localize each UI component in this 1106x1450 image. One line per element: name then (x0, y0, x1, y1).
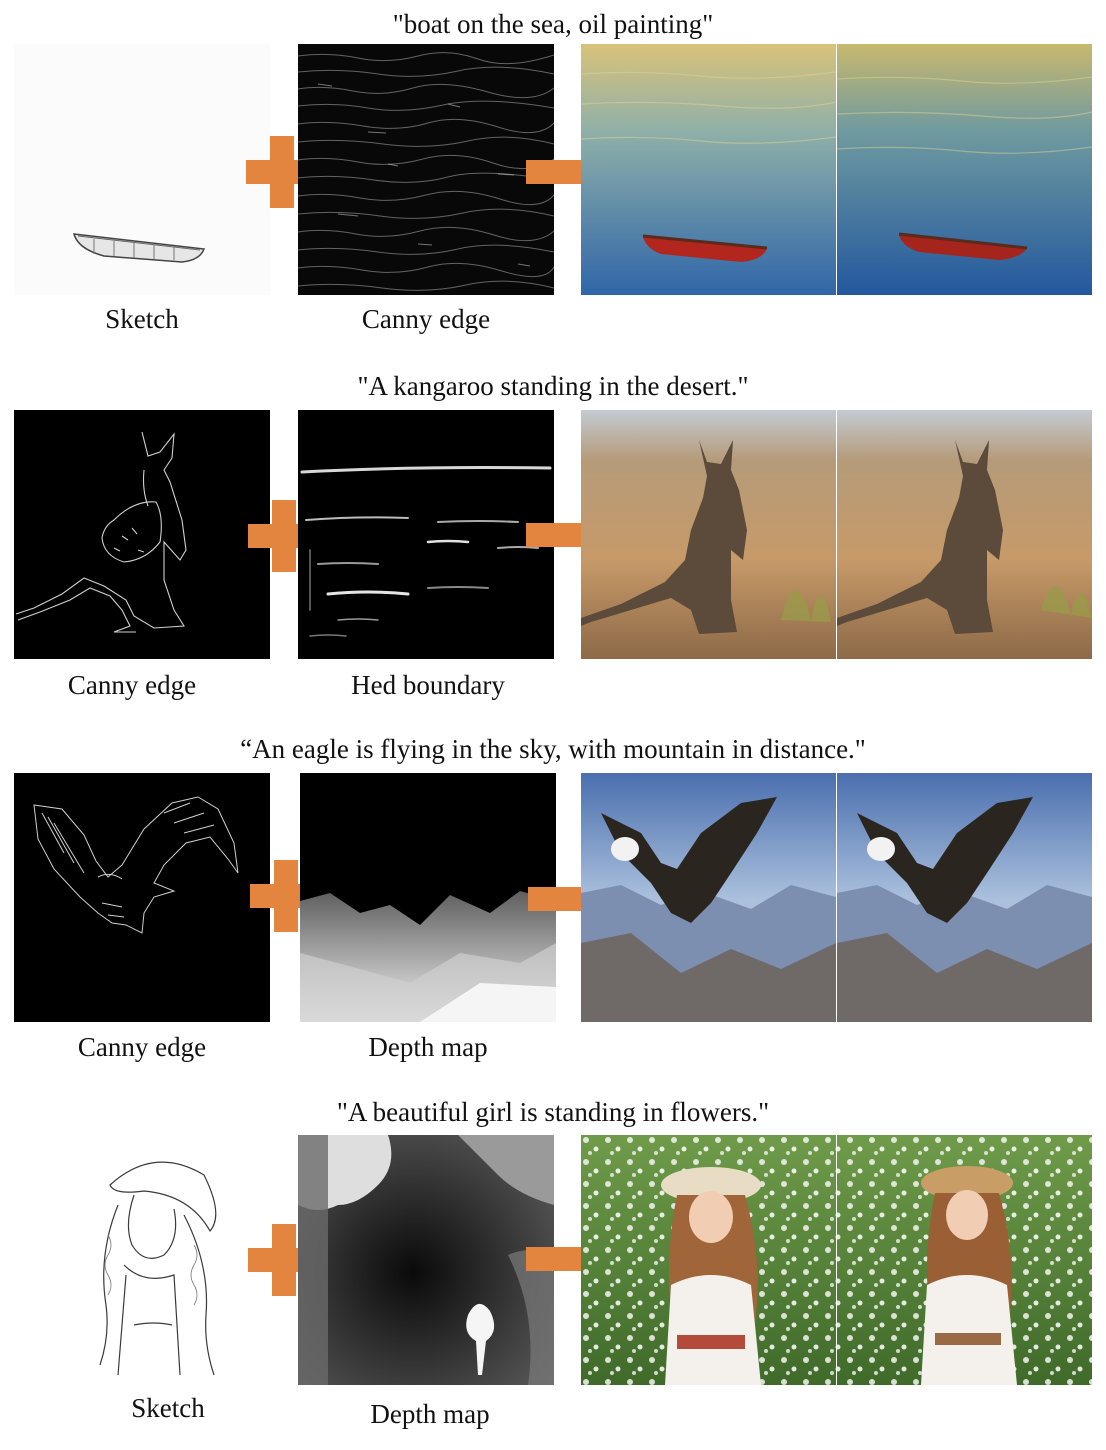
row3-depth-map-image (300, 773, 556, 1022)
row4-label-2: Depth map (370, 1399, 490, 1429)
row3-canny-edge-image (14, 773, 270, 1022)
row1-label-1: Sketch (105, 304, 179, 334)
row3-label-1: Canny edge (77, 1032, 207, 1062)
row4-depth-map-image (298, 1135, 554, 1385)
row3-prompt: “An eagle is flying in the sky, with mou… (240, 734, 866, 764)
row4-output-images (581, 1135, 1092, 1385)
row3-output-images (581, 773, 1092, 1022)
row1-sketch-image (14, 44, 270, 295)
row1-output-images (581, 44, 1092, 295)
row4-prompt: "A beautiful girl is standing in flowers… (336, 1097, 770, 1127)
row4-sketch-image (14, 1135, 270, 1385)
row2-label-2: Hed boundary (351, 670, 505, 700)
row3-label-2: Depth map (368, 1032, 488, 1062)
row1-label-2: Canny edge (361, 304, 491, 334)
plus-operator-icon (250, 860, 322, 932)
row2-hed-boundary-image (298, 410, 554, 659)
row4-label-1: Sketch (131, 1393, 205, 1423)
row2-canny-edge-image (14, 410, 270, 659)
row1-canny-edge-image (298, 44, 554, 295)
row2-prompt: "A kangaroo standing in the desert." (357, 371, 749, 401)
row2-label-1: Canny edge (67, 670, 197, 700)
row1-prompt: "boat on the sea, oil painting" (392, 9, 714, 39)
row2-output-images (581, 410, 1092, 659)
